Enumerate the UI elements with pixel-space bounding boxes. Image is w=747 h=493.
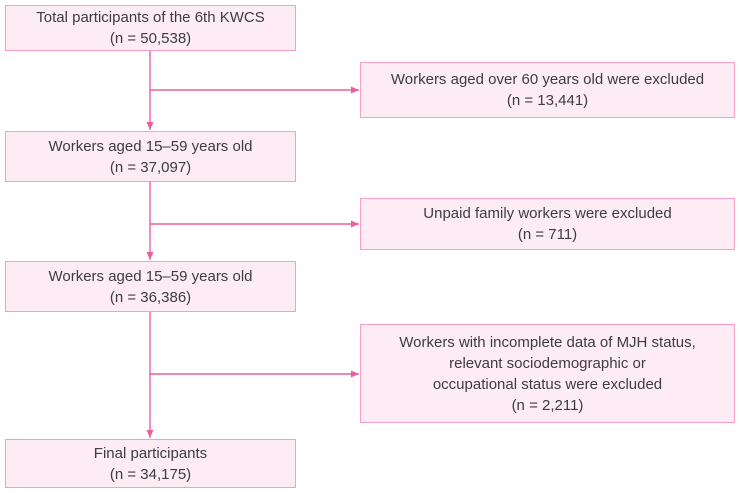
- box-text-line: occupational status were excluded: [432, 375, 663, 393]
- flow-box-final-participants: Final participants (n = 34,175): [5, 439, 296, 488]
- box-text-line: (n = 37,097): [109, 158, 192, 176]
- box-text-line: Final participants: [93, 444, 208, 462]
- exclusion-box-unpaid-family: Unpaid family workers were excluded (n =…: [360, 198, 735, 250]
- exclusion-box-over-60: Workers aged over 60 years old were excl…: [360, 62, 735, 118]
- box-text-line: (n = 711): [517, 226, 578, 243]
- box-text-line: Workers aged 15–59 years old: [48, 267, 253, 285]
- box-text-line: Workers aged 15–59 years old: [48, 137, 253, 155]
- flow-box-workers-15-59-first: Workers aged 15–59 years old (n = 37,097…: [5, 131, 296, 182]
- box-text-line: (n = 50,538): [109, 30, 192, 47]
- box-text-line: relevant sociodemographic or: [449, 354, 646, 372]
- flow-box-workers-15-59-second: Workers aged 15–59 years old (n = 36,386…: [5, 261, 296, 312]
- box-text-line: (n = 36,386): [109, 288, 192, 306]
- box-text-line: (n = 13,441): [506, 92, 589, 109]
- box-text-line: Unpaid family workers were excluded: [423, 205, 672, 222]
- flow-box-total-participants: Total participants of the 6th KWCS (n = …: [5, 5, 296, 51]
- box-text-line: (n = 34,175): [109, 465, 192, 483]
- box-text-line: (n = 2,211): [511, 396, 584, 414]
- box-text-line: Total participants of the 6th KWCS: [36, 9, 265, 26]
- box-text-line: Workers with incomplete data of MJH stat…: [399, 333, 696, 351]
- exclusion-box-incomplete-data: Workers with incomplete data of MJH stat…: [360, 324, 735, 423]
- box-text-line: Workers aged over 60 years old were excl…: [390, 71, 705, 88]
